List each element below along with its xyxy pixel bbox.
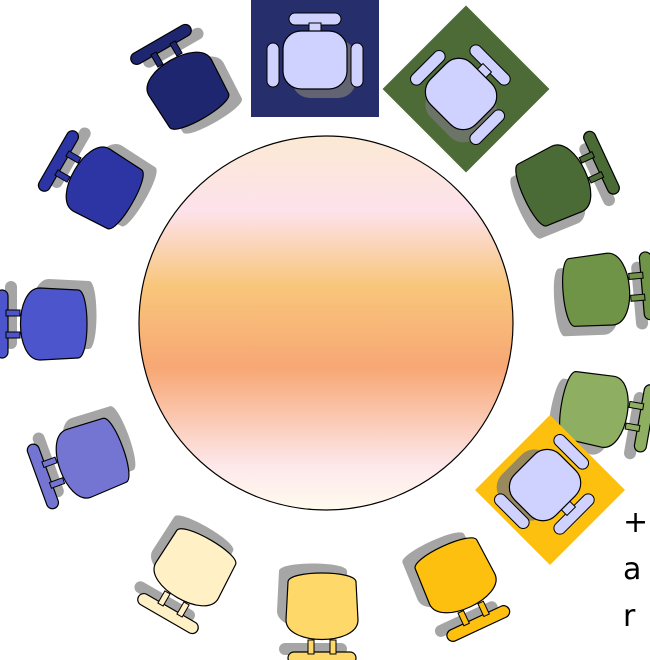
round-table [138, 135, 514, 511]
chair-left-lower [26, 406, 136, 510]
chair-left-mid [0, 279, 97, 361]
chair-right-mid [553, 251, 650, 337]
caption-line-3: r [623, 599, 636, 634]
caption-line-1: + [623, 505, 649, 540]
caption-line-2: a [623, 552, 642, 587]
chair-left-upper [37, 127, 157, 230]
chair-bottom [277, 563, 359, 660]
chair-top [251, 0, 379, 117]
chair-right-upper [510, 130, 620, 239]
chair-bottom-mid-right [402, 532, 511, 642]
chair-top-left [130, 23, 242, 134]
chair-top-right [382, 5, 550, 173]
chair-bottom-left [134, 515, 237, 635]
